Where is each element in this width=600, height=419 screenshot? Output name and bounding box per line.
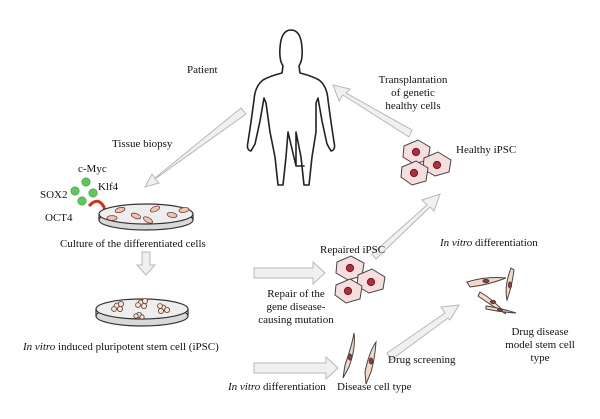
factor-dot [81, 177, 91, 187]
arrow-drug-screening [386, 304, 460, 361]
arrow-culture-down [135, 251, 157, 276]
label-repair: Repair of the gene disease- causing muta… [258, 288, 334, 326]
label-patient: Patient [187, 64, 218, 76]
label-drug-screening: Drug screening [388, 354, 456, 366]
arrow-to-healthy [371, 193, 441, 260]
healthy-ipsc-cells [400, 139, 452, 186]
label-disease-cell-type: Disease cell type [337, 381, 412, 393]
label-culture: Culture of the differentiated cells [60, 238, 206, 250]
factor-dot [70, 186, 80, 196]
arrow-transplant [332, 84, 413, 138]
block-arrows [135, 84, 460, 381]
drug-model-cells [466, 267, 517, 315]
arrow-biopsy [143, 107, 247, 188]
label-repaired-ipsc: Repaired iPSC [320, 244, 386, 256]
label-ipsc: In vitro induced pluripotent stem cell (… [23, 341, 219, 353]
label-tissue-biopsy: Tissue biopsy [112, 138, 173, 150]
label-healthy-ipsc: Healthy iPSC [456, 144, 517, 156]
label-c-myc: c-Myc [78, 163, 107, 175]
label-drug-model: Drug disease model stem cell type [505, 326, 575, 364]
label-right-differentiation: In vitro differentiation [440, 237, 538, 249]
label-klf4: Klf4 [98, 181, 119, 193]
factor-dot [77, 196, 87, 206]
patient-figure [246, 29, 336, 186]
arrow-to-repaired [253, 260, 326, 286]
arrow-to-disease [253, 355, 339, 381]
label-oct4: OCT4 [45, 212, 73, 224]
ipsc-dish [95, 298, 189, 327]
factor-dot [88, 188, 98, 198]
culture-dish [98, 203, 194, 231]
label-transplantation: Transplantation of genetic healthy cells [378, 74, 448, 112]
reprogramming-factors [70, 177, 98, 206]
klf4-arrow [87, 199, 108, 216]
disease-cells [342, 332, 377, 385]
repaired-ipsc-cells [334, 255, 386, 304]
label-bottom-differentiation: In vitro differentiation [228, 381, 326, 393]
label-sox2: SOX2 [40, 189, 68, 201]
